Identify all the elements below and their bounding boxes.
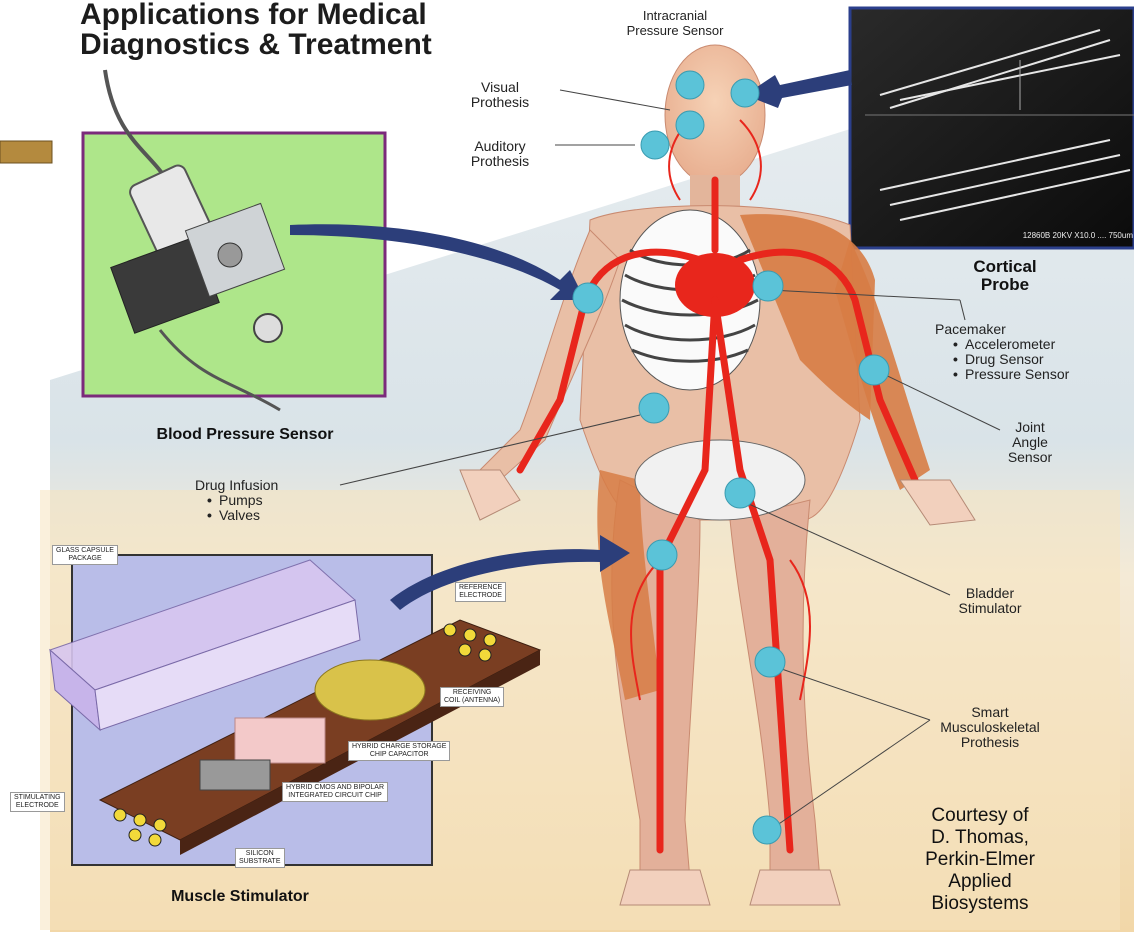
marker-visual: [676, 111, 704, 139]
label-intracranial: Intracranial Pressure Sensor: [605, 8, 745, 38]
label-auditory: Auditory Prothesis: [440, 139, 560, 169]
drug-item: Pumps: [219, 493, 278, 508]
label-bp-sensor: Blood Pressure Sensor: [125, 427, 365, 442]
stim-label-cmos: HYBRID CMOS AND BIPOLAR INTEGRATED CIRCU…: [282, 782, 388, 802]
pacemaker-item: Drug Sensor: [965, 352, 1069, 367]
pacemaker-item: Accelerometer: [965, 337, 1069, 352]
label-sem-scale: 12860B 20KV X10.0 .... 750um: [905, 228, 1133, 243]
courtesy-note: Courtesy of D. Thomas, Perkin-Elmer Appl…: [905, 805, 1055, 915]
label-smart: Smart Musculoskeletal Prothesis: [910, 705, 1070, 750]
marker-bp: [573, 283, 603, 313]
page-title: Applications for Medical Diagnostics & T…: [80, 0, 432, 60]
label-cortical: Cortical Probe: [950, 258, 1060, 294]
label-pacemaker: Pacemaker: [935, 322, 1069, 337]
marker-muscle: [647, 540, 677, 570]
stim-label-silicon: SILICON SUBSTRATE: [235, 848, 285, 868]
stim-label-hybrid: HYBRID CHARGE STORAGE CHIP CAPACITOR: [348, 741, 450, 761]
drug-item: Valves: [219, 508, 278, 523]
marker-pacemaker: [753, 271, 783, 301]
label-bladder: Bladder Stimulator: [940, 586, 1040, 616]
marker-auditory: [641, 131, 669, 159]
label-drug: Drug Infusion: [195, 478, 278, 493]
drug-list: Pumps Valves: [205, 493, 278, 523]
label-visual: Visual Prothesis: [445, 80, 555, 110]
label-joint: Joint Angle Sensor: [985, 420, 1075, 465]
stim-label-glass: GLASS CAPSULE PACKAGE: [52, 545, 118, 565]
marker-smart-ankle: [753, 816, 781, 844]
pacemaker-list: Accelerometer Drug Sensor Pressure Senso…: [951, 337, 1069, 382]
stim-label-stimulating: STIMULATING ELECTRODE: [10, 792, 65, 812]
marker-intracranial: [676, 71, 704, 99]
marker-joint: [859, 355, 889, 385]
marker-smart-knee: [755, 647, 785, 677]
title-line-2: Diagnostics & Treatment: [80, 30, 432, 60]
pacemaker-group: Pacemaker Accelerometer Drug Sensor Pres…: [935, 322, 1069, 382]
stim-label-ref: REFERENCE ELECTRODE: [455, 582, 506, 602]
marker-bladder: [725, 478, 755, 508]
marker-drug: [639, 393, 669, 423]
marker-cortical: [731, 79, 759, 107]
stim-label-coil: RECEIVING COIL (ANTENNA): [440, 687, 504, 707]
title-line-1: Applications for Medical: [80, 0, 432, 30]
drug-group: Drug Infusion Pumps Valves: [195, 478, 278, 523]
label-muscle-stim: Muscle Stimulator: [120, 889, 360, 904]
pacemaker-item: Pressure Sensor: [965, 367, 1069, 382]
